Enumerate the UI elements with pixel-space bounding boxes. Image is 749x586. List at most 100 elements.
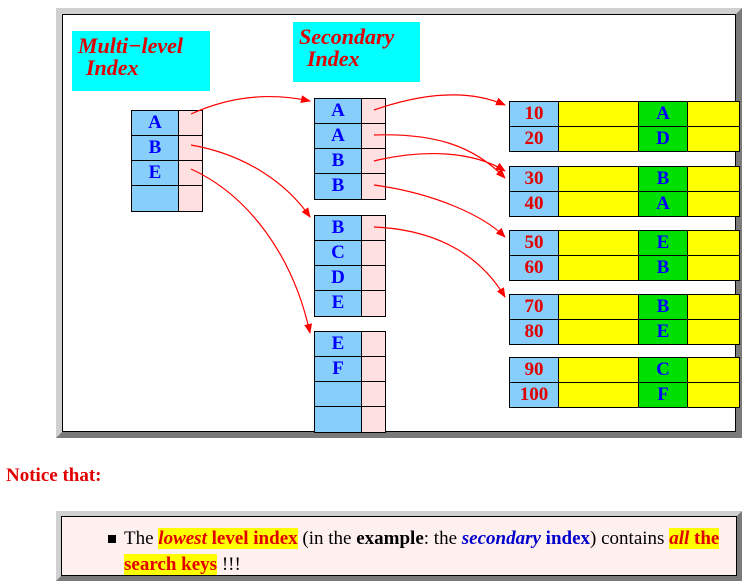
ml-pointer-4 (178, 185, 203, 212)
sec1-pointer-3 (361, 148, 386, 174)
ml-key-4 (131, 185, 179, 212)
note-seg: : the (423, 528, 462, 549)
ml-key-2: B (131, 135, 179, 161)
note-text: The lowest level index (in the example: … (124, 526, 734, 578)
sec2-key-1: B (314, 215, 362, 241)
record-number: 60 (509, 255, 559, 281)
secondary-index-label: Secondary Index (293, 22, 420, 82)
ml-key-3: E (131, 160, 179, 186)
multi-level-label-line2: Index (86, 55, 139, 80)
note-box: The lowest level index (in the example: … (56, 511, 742, 581)
record-key: A (638, 191, 688, 217)
record-field (687, 166, 740, 192)
sec3-key-3 (314, 381, 362, 407)
ml-pointer-2 (178, 135, 203, 161)
diagram-frame: Multi−level Index Secondary Index A B E … (56, 8, 742, 438)
secondary-label-line2: Index (307, 46, 360, 71)
record-number: 30 (509, 166, 559, 192)
sec2-pointer-1 (361, 215, 386, 241)
record-field (687, 191, 740, 217)
record-number: 40 (509, 191, 559, 217)
record-field (558, 319, 639, 345)
record-key: E (638, 319, 688, 345)
record-key: A (638, 101, 688, 127)
note-seg: !!! (217, 554, 241, 575)
ml-key-1: A (131, 110, 179, 136)
record-field (687, 382, 740, 408)
record-field (558, 191, 639, 217)
note-seg: index (540, 528, 591, 549)
ml-pointer-1 (178, 110, 203, 136)
note-seg: secondary (461, 528, 541, 549)
sec2-pointer-4 (361, 290, 386, 317)
record-key: B (638, 294, 688, 320)
notice-heading: Notice that: (6, 465, 102, 486)
record-field (558, 101, 639, 127)
sec1-key-3: B (314, 148, 362, 174)
sec3-pointer-1 (361, 331, 386, 357)
sec3-pointer-2 (361, 356, 386, 382)
record-field (558, 255, 639, 281)
sec1-pointer-2 (361, 123, 386, 149)
sec1-key-4: B (314, 173, 362, 200)
record-field (558, 126, 639, 152)
sec2-key-3: D (314, 265, 362, 291)
multi-level-index-label: Multi−level Index (72, 31, 210, 91)
sec1-key-2: A (314, 123, 362, 149)
diagram-canvas: Multi−level Index Secondary Index A B E … (62, 14, 740, 433)
sec1-key-1: A (314, 98, 362, 124)
arrow-ml-2 (190, 144, 311, 218)
record-key: B (638, 166, 688, 192)
record-field (687, 294, 740, 320)
bullet-icon (108, 535, 116, 543)
ml-pointer-3 (178, 160, 203, 186)
note-seg: lowest (158, 528, 207, 549)
note-seg: example (356, 528, 424, 549)
sec2-key-4: E (314, 290, 362, 317)
arrow-sec-2 (373, 134, 506, 179)
sec1-pointer-4 (361, 173, 386, 200)
sec3-key-2: F (314, 356, 362, 382)
record-field (687, 230, 740, 256)
sec3-pointer-4 (361, 406, 386, 433)
note-panel: The lowest level index (in the example: … (61, 516, 737, 576)
secondary-label-line1: Secondary (299, 24, 395, 49)
arrow-sec-1 (373, 94, 506, 111)
record-key: D (638, 126, 688, 152)
note-seg: all (669, 528, 690, 549)
record-field (687, 255, 740, 281)
record-key: B (638, 255, 688, 281)
sec3-key-4 (314, 406, 362, 433)
note-seg: the search keys (124, 528, 720, 575)
record-field (558, 230, 639, 256)
record-field (687, 357, 740, 383)
note-seg: ) contains (590, 528, 670, 549)
record-field (558, 166, 639, 192)
multi-level-label-line1: Multi−level (78, 33, 183, 58)
arrow-sec-3 (373, 152, 506, 172)
record-key: E (638, 230, 688, 256)
record-number: 80 (509, 319, 559, 345)
record-number: 10 (509, 101, 559, 127)
arrow-sec-4 (373, 184, 506, 238)
sec1-pointer-1 (361, 98, 386, 124)
record-field (558, 357, 639, 383)
sec2-key-2: C (314, 240, 362, 266)
record-number: 20 (509, 126, 559, 152)
arrow-ml-1 (190, 95, 311, 115)
record-field (558, 382, 639, 408)
note-seg: level index (206, 528, 298, 549)
record-field (687, 319, 740, 345)
record-number: 70 (509, 294, 559, 320)
note-seg: The (124, 528, 159, 549)
record-number: 50 (509, 230, 559, 256)
sec3-key-1: E (314, 331, 362, 357)
record-key: C (638, 357, 688, 383)
record-field (558, 294, 639, 320)
record-number: 90 (509, 357, 559, 383)
record-field (687, 126, 740, 152)
arrow-ml-3 (190, 168, 312, 334)
note-highlight: lowest level index (158, 528, 298, 549)
record-key: F (638, 382, 688, 408)
sec2-pointer-2 (361, 240, 386, 266)
